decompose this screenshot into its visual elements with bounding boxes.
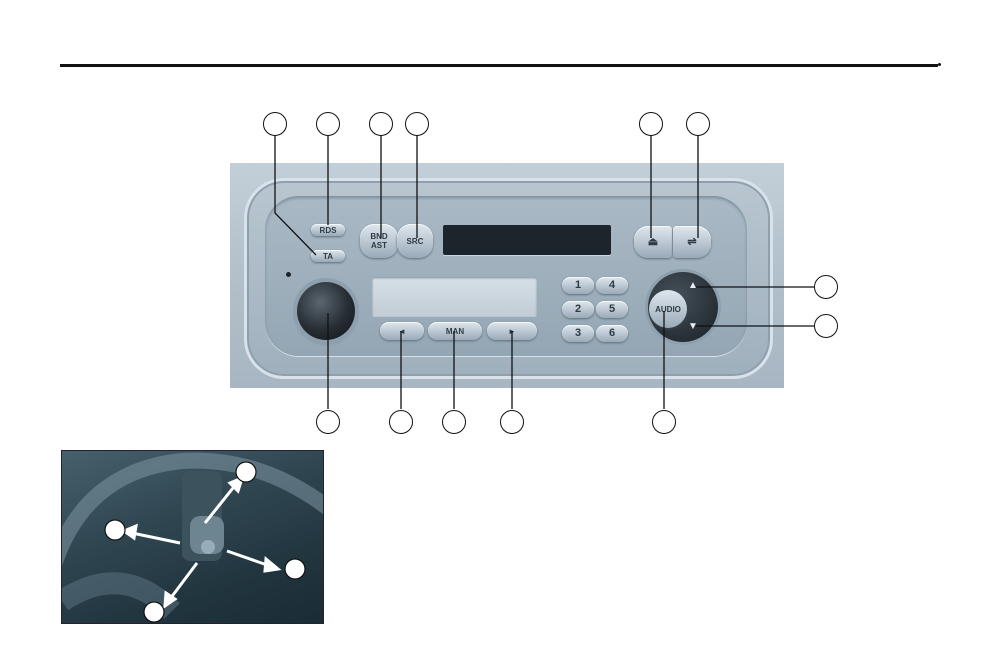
preset-2-button[interactable]: 2 bbox=[562, 301, 594, 318]
eject-icon: ⏏ bbox=[647, 235, 659, 248]
leader-line-1 bbox=[274, 134, 317, 256]
audio-button[interactable]: AUDIO bbox=[649, 290, 687, 328]
callout-circle bbox=[143, 601, 165, 623]
steering-wheel-spoke bbox=[62, 572, 180, 620]
volume-knob[interactable] bbox=[297, 282, 355, 340]
bnd-ast-button[interactable]: BND AST bbox=[360, 224, 398, 258]
callout-circle bbox=[500, 410, 524, 434]
left-arrow-icon: ◄ bbox=[398, 326, 406, 336]
src-button[interactable]: SRC bbox=[397, 224, 433, 258]
eject-button[interactable]: ⏏ bbox=[634, 226, 672, 258]
arrow-left-head bbox=[120, 523, 138, 541]
fast-forward-icon: ⇌ bbox=[687, 235, 697, 248]
callout-circle bbox=[652, 410, 676, 434]
preset-5-button[interactable]: 5 bbox=[596, 301, 628, 318]
arrow-right-head bbox=[263, 556, 282, 573]
arrow-up-head bbox=[227, 475, 245, 494]
lcd-display bbox=[372, 277, 537, 317]
rds-button[interactable]: RDS bbox=[311, 224, 345, 236]
preset-3-label: 3 bbox=[574, 327, 582, 339]
steering-wheel-rim bbox=[62, 452, 323, 567]
arrow-down-head bbox=[163, 590, 178, 610]
header-rule-dot bbox=[938, 63, 941, 66]
up-triangle-icon: ▲ bbox=[688, 280, 698, 291]
down-triangle-icon: ▼ bbox=[688, 321, 698, 332]
callout-circle bbox=[316, 410, 340, 434]
callout-circle bbox=[316, 112, 340, 136]
fast-forward-button[interactable]: ⇌ bbox=[673, 226, 711, 258]
man-button[interactable]: MAN bbox=[428, 322, 482, 340]
ta-label: TA bbox=[322, 251, 334, 261]
steering-control-illustration bbox=[62, 452, 323, 623]
ast-label: AST bbox=[371, 241, 387, 250]
man-label: MAN bbox=[445, 326, 465, 336]
callout-circle bbox=[263, 112, 287, 136]
callout-circle bbox=[369, 112, 393, 136]
preset-4-button[interactable]: 4 bbox=[596, 277, 628, 294]
aux-indicator bbox=[286, 272, 291, 277]
callout-circle bbox=[405, 112, 429, 136]
bnd-label: BND bbox=[370, 232, 388, 241]
remote-control-stalk bbox=[190, 516, 224, 554]
preset-6-button[interactable]: 6 bbox=[596, 325, 628, 342]
preset-1-label: 1 bbox=[574, 279, 582, 291]
arrow-up-shaft bbox=[203, 482, 239, 524]
preset-2-label: 2 bbox=[574, 303, 582, 315]
callout-circle bbox=[389, 410, 413, 434]
preset-5-label: 5 bbox=[608, 303, 616, 315]
arrow-down-shaft bbox=[168, 562, 199, 600]
callout-circle bbox=[104, 519, 126, 541]
callout-circle bbox=[814, 275, 838, 299]
preset-3-button[interactable]: 3 bbox=[562, 325, 594, 342]
audio-label: AUDIO bbox=[655, 304, 681, 314]
seek-left-button[interactable]: ◄ bbox=[380, 322, 424, 340]
arrow-right-shaft bbox=[226, 549, 271, 568]
ta-button[interactable]: TA bbox=[311, 250, 345, 262]
cassette-slot bbox=[443, 225, 611, 255]
callout-circle bbox=[639, 112, 663, 136]
preset-4-label: 4 bbox=[608, 279, 616, 291]
header-rule bbox=[60, 64, 938, 67]
remote-control-knob bbox=[201, 540, 215, 554]
arrow-left-shaft bbox=[131, 531, 181, 545]
callout-circle bbox=[814, 314, 838, 338]
preset-6-label: 6 bbox=[608, 327, 616, 339]
callout-circle bbox=[686, 112, 710, 136]
callout-circle bbox=[284, 558, 306, 580]
src-label: SRC bbox=[406, 236, 424, 246]
callout-circle bbox=[235, 461, 257, 483]
preset-1-button[interactable]: 1 bbox=[562, 277, 594, 294]
rds-label: RDS bbox=[319, 225, 337, 235]
callout-circle bbox=[442, 410, 466, 434]
steering-control-photo bbox=[61, 450, 324, 624]
